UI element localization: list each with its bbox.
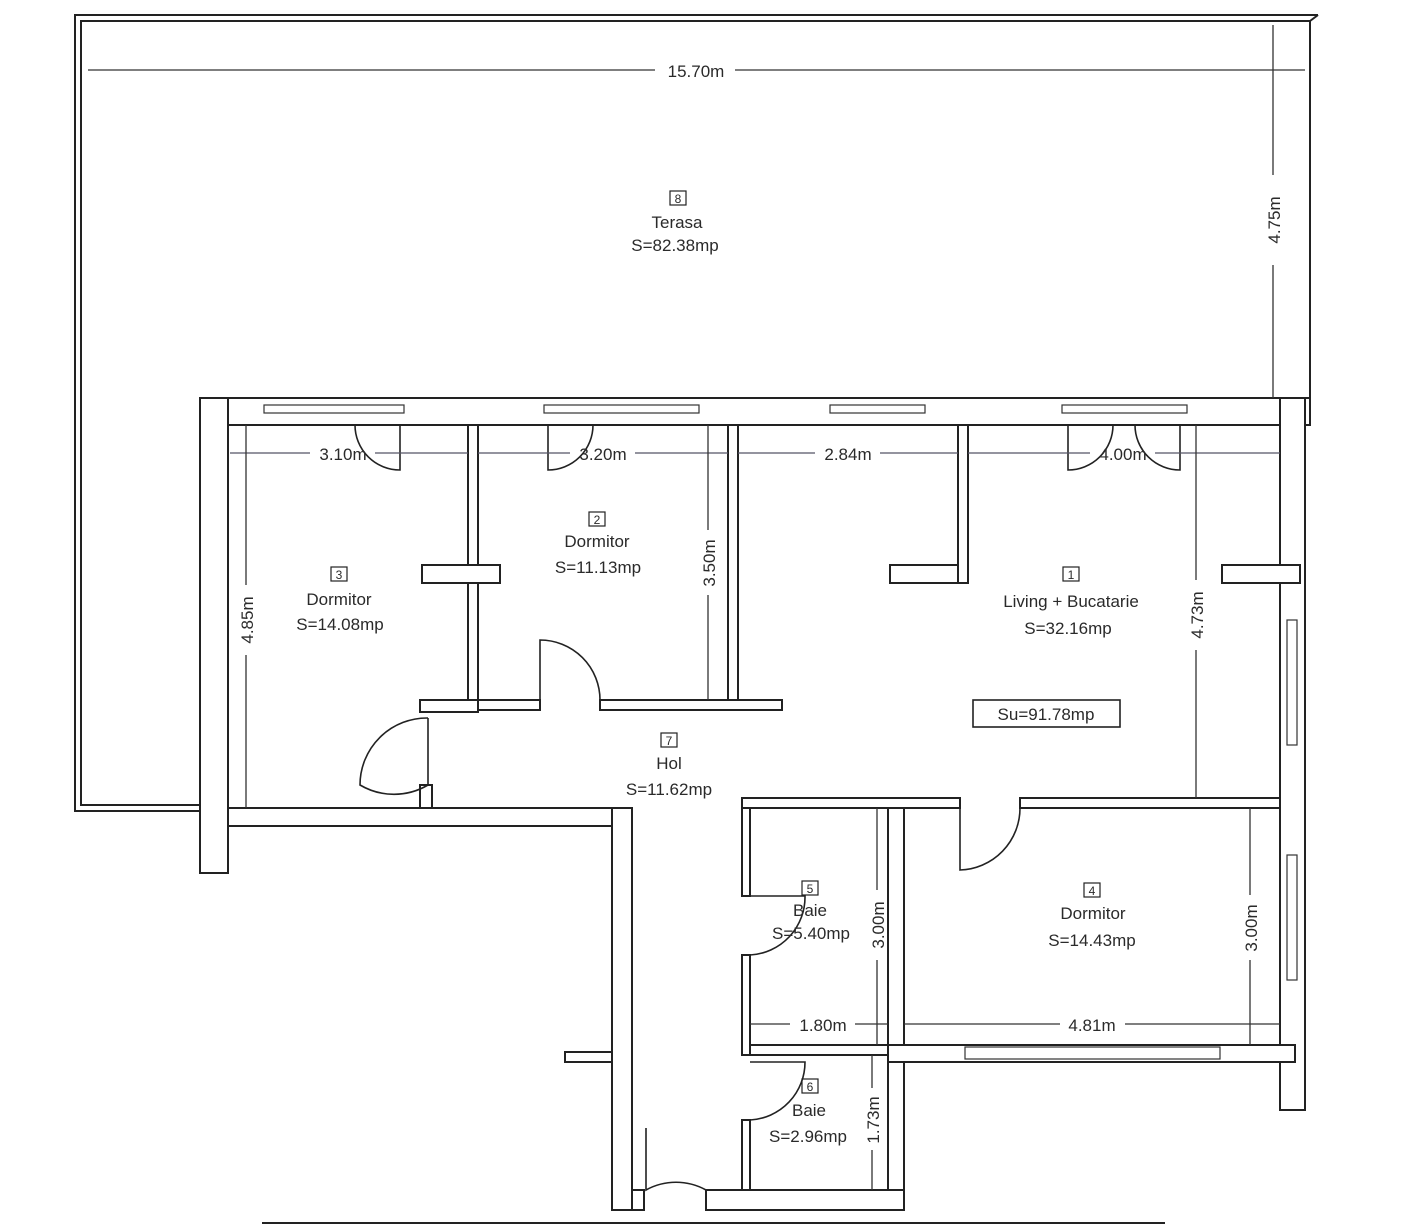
dim-bath5-width: 1.80m xyxy=(799,1016,846,1035)
dimension-lines xyxy=(88,25,1305,1190)
dim-bath5-depth: 3.00m xyxy=(869,901,888,948)
dim-room4-depth: 3.00m xyxy=(1242,904,1261,951)
terrace-outline xyxy=(74,14,1319,812)
windows xyxy=(263,404,1298,1060)
dim-room4-width: 4.81m xyxy=(1068,1016,1115,1035)
svg-text:8: 8 xyxy=(675,192,682,206)
walls xyxy=(199,397,1311,1211)
svg-text:Terasa: Terasa xyxy=(651,213,703,232)
svg-text:S=14.08mp: S=14.08mp xyxy=(296,615,383,634)
svg-text:6: 6 xyxy=(807,1080,814,1094)
svg-text:S=11.62mp: S=11.62mp xyxy=(626,780,712,799)
room-labels: 8 Terasa S=82.38mp 2 Dormitor S=11.13mp … xyxy=(296,190,1139,1146)
svg-text:Baie: Baie xyxy=(793,901,827,920)
room-7-hol: 7 Hol S=11.62mp xyxy=(626,732,712,799)
dim-room3-width: 3.10m xyxy=(319,445,366,464)
doors xyxy=(354,424,1181,1192)
dim-room3-depth: 4.85m xyxy=(238,596,257,643)
svg-text:5: 5 xyxy=(807,882,814,896)
room-8-terasa: 8 Terasa S=82.38mp xyxy=(631,190,719,255)
room-1-living: 1 Living + Bucatarie S=32.16mp xyxy=(1003,566,1139,638)
dimension-labels: 15.70m 4.75m 3.10m 3.20m 2.84m 4.00m 4.8… xyxy=(238,62,1284,1144)
svg-text:2: 2 xyxy=(594,513,601,527)
dim-living-depth: 4.73m xyxy=(1188,591,1207,638)
dim-living-width-b: 4.00m xyxy=(1099,445,1146,464)
room-3-dormitor: 3 Dormitor S=14.08mp xyxy=(296,566,384,634)
room-2-dormitor: 2 Dormitor S=11.13mp xyxy=(555,511,641,577)
svg-text:S=11.13mp: S=11.13mp xyxy=(555,558,641,577)
svg-text:Su=91.78mp: Su=91.78mp xyxy=(998,705,1095,724)
dim-living-width-a: 2.84m xyxy=(824,445,871,464)
svg-text:7: 7 xyxy=(666,734,673,748)
dim-bath6-depth: 1.73m xyxy=(864,1096,883,1143)
room-6-baie: 6 Baie S=2.96mp xyxy=(769,1078,847,1146)
svg-text:3: 3 xyxy=(336,568,343,582)
dim-room2-depth: 3.50m xyxy=(700,539,719,586)
room-5-baie: 5 Baie S=5.40mp xyxy=(772,880,850,943)
dim-room2-width: 3.20m xyxy=(579,445,626,464)
svg-text:1: 1 xyxy=(1068,568,1075,582)
svg-text:Dormitor: Dormitor xyxy=(306,590,372,609)
svg-text:Dormitor: Dormitor xyxy=(564,532,630,551)
svg-text:Baie: Baie xyxy=(792,1101,826,1120)
svg-text:Hol: Hol xyxy=(656,754,682,773)
svg-text:S=32.16mp: S=32.16mp xyxy=(1024,619,1111,638)
svg-text:Living + Bucatarie: Living + Bucatarie xyxy=(1003,592,1139,611)
svg-text:S=5.40mp: S=5.40mp xyxy=(772,924,850,943)
svg-text:S=82.38mp: S=82.38mp xyxy=(631,236,718,255)
dim-terrace-width: 15.70m xyxy=(668,62,725,81)
total-area-box: Su=91.78mp xyxy=(972,699,1121,728)
room-4-dormitor: 4 Dormitor S=14.43mp xyxy=(1048,882,1136,950)
svg-text:Dormitor: Dormitor xyxy=(1060,904,1126,923)
dim-terrace-depth: 4.75m xyxy=(1265,196,1284,243)
svg-text:S=2.96mp: S=2.96mp xyxy=(769,1127,847,1146)
svg-text:S=14.43mp: S=14.43mp xyxy=(1048,931,1135,950)
svg-text:4: 4 xyxy=(1089,884,1096,898)
